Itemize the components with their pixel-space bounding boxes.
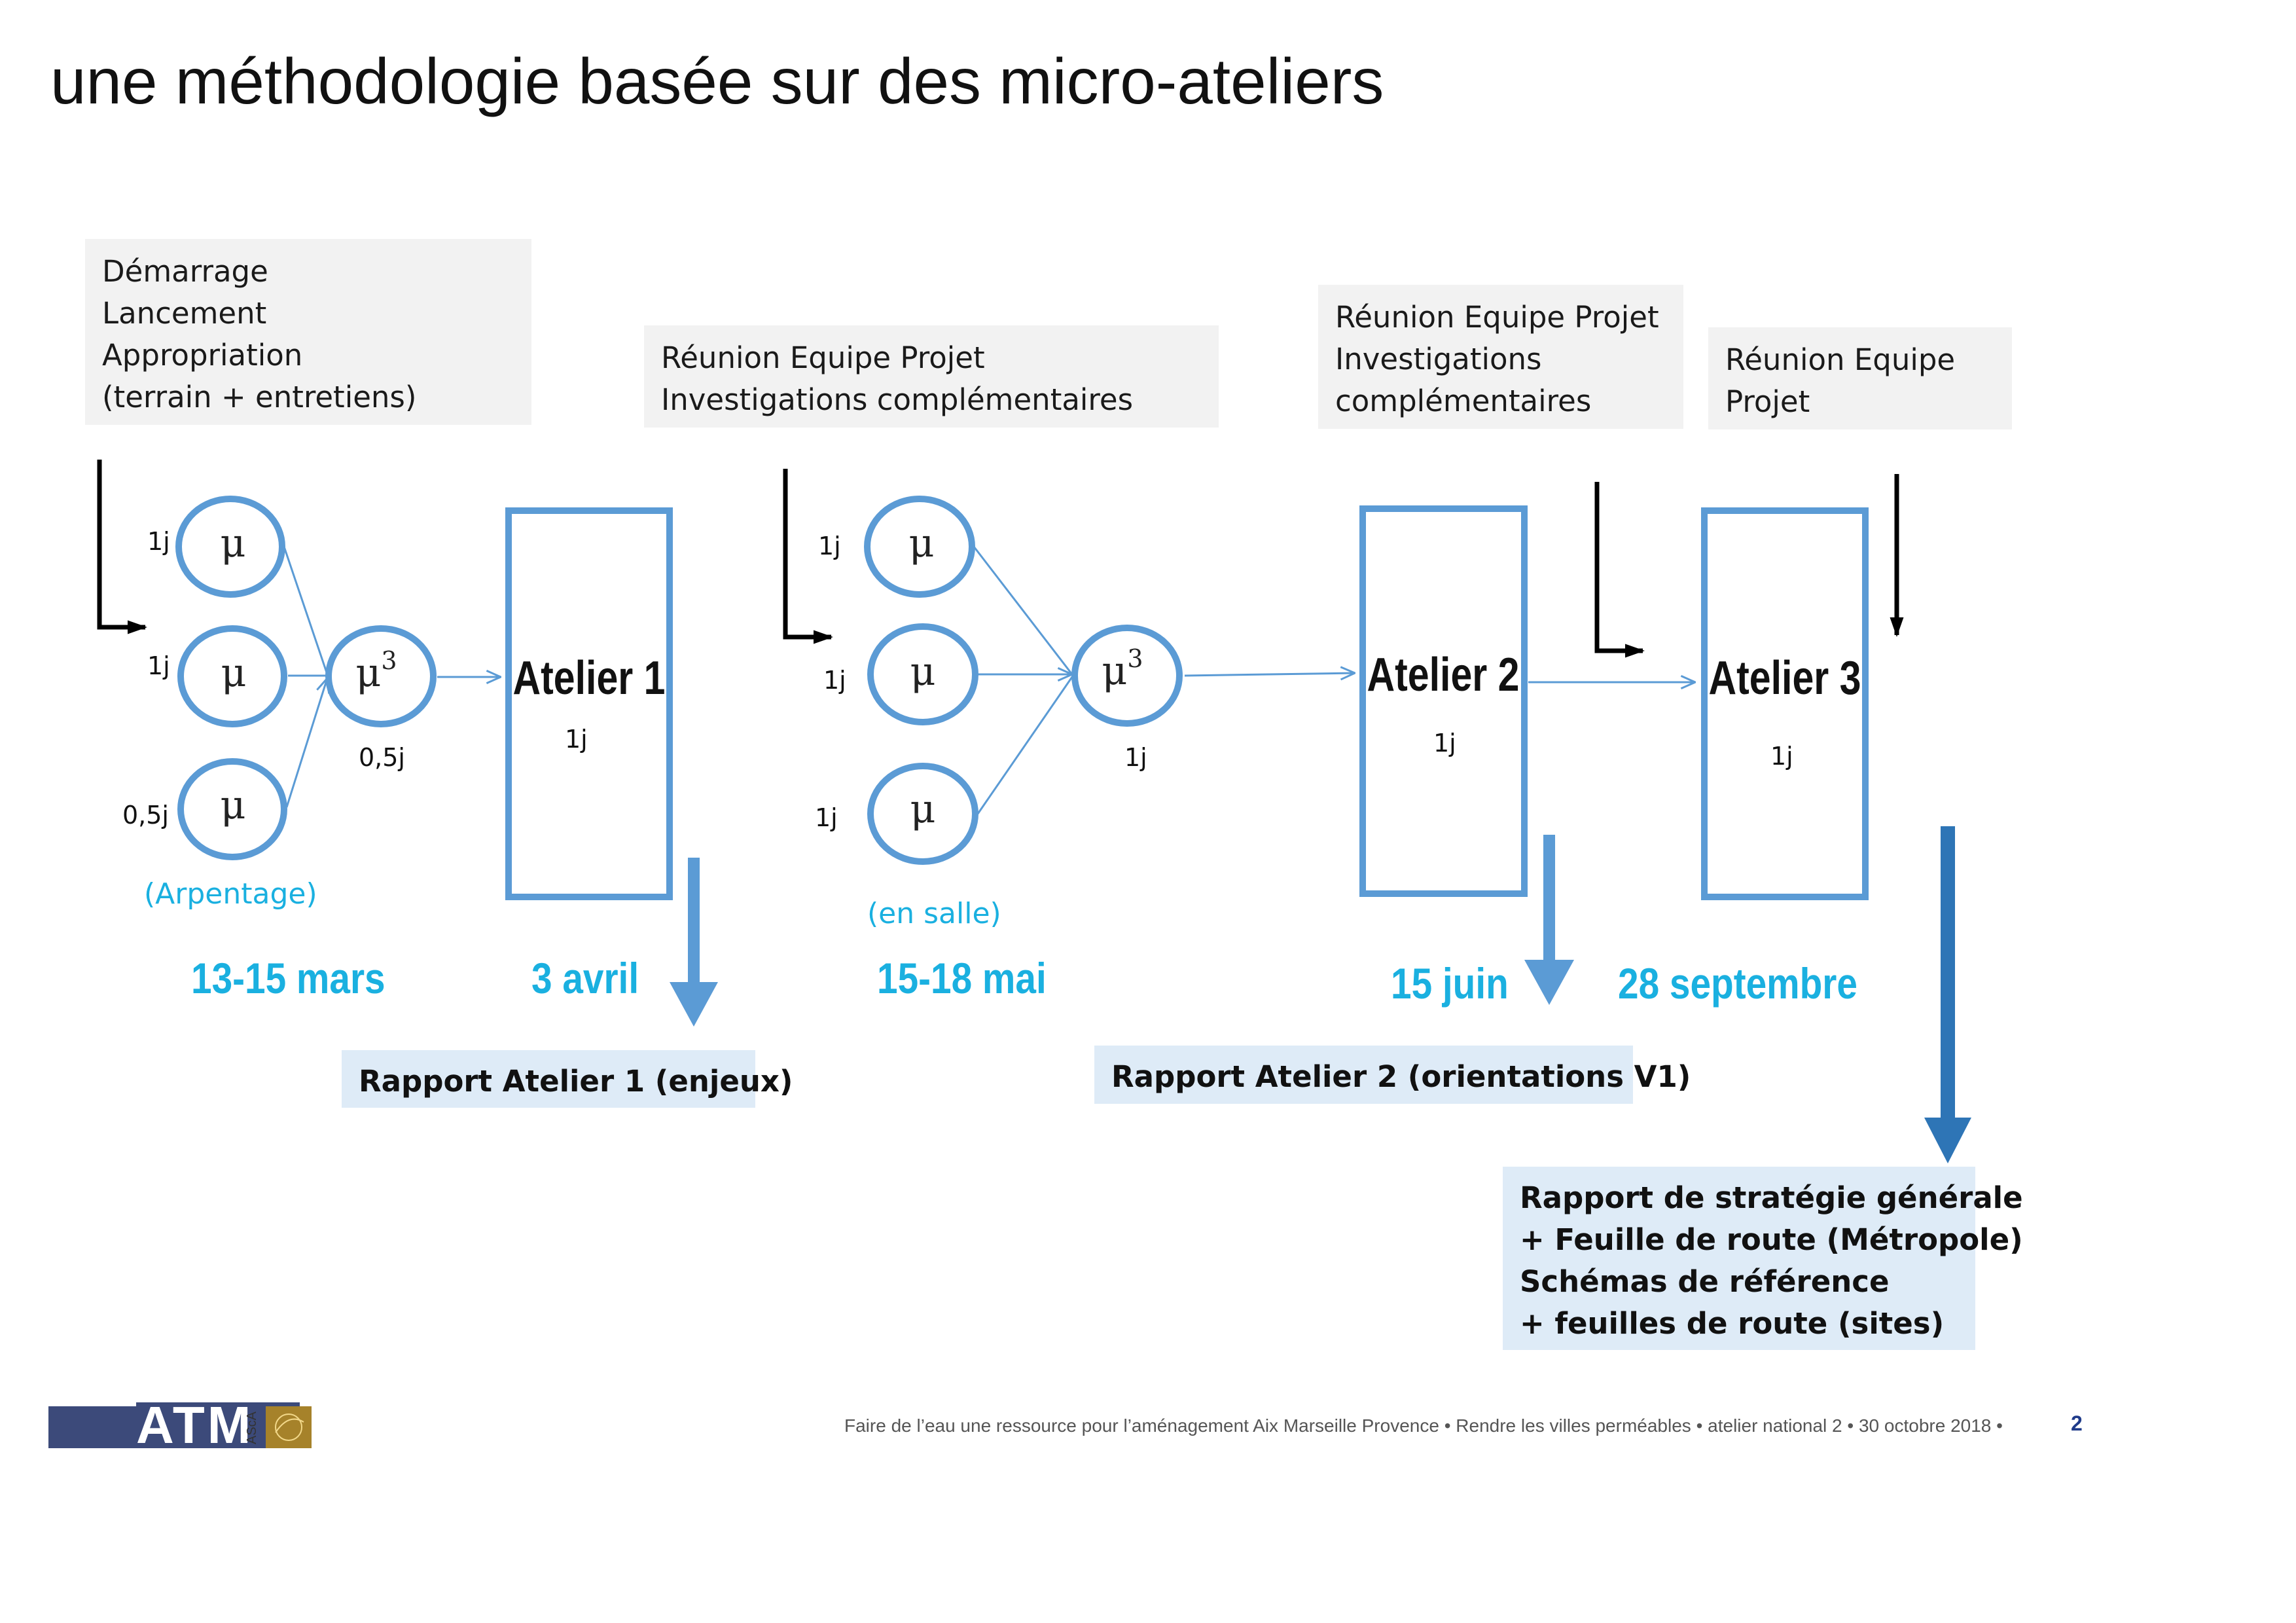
- micro-workshop-node: [177, 625, 287, 727]
- mu-exponent: 3: [381, 646, 397, 675]
- duration-label: 1j: [147, 651, 170, 680]
- mu-label: μ: [221, 650, 247, 696]
- report-line: Rapport de stratégie générale: [1520, 1180, 2023, 1215]
- black-start-arrow: [783, 469, 833, 644]
- page-title: une méthodologie basée sur des micro-ate…: [50, 45, 1384, 117]
- duration-label: 1j: [147, 527, 170, 556]
- black-start-arrow: [1594, 482, 1645, 658]
- note-start-line: Appropriation: [102, 338, 303, 373]
- report-atelier-1: Rapport Atelier 1 (enjeux): [342, 1050, 793, 1108]
- report-atelier-2: Rapport Atelier 2 (orientations V1): [1094, 1046, 1691, 1104]
- logo-side-text: AScA: [245, 1411, 259, 1444]
- report-line: Schémas de référence: [1520, 1264, 1890, 1299]
- report-line: + feuilles de route (sites): [1520, 1306, 1945, 1341]
- connector-line: [285, 678, 327, 808]
- duration-label: 1j: [565, 725, 588, 754]
- footer-text: Faire de l’eau une ressource pour l’amén…: [844, 1415, 2003, 1436]
- connector-line: [973, 546, 1073, 675]
- mu-label: μ: [910, 786, 936, 832]
- date-group: 15 juin: [1391, 960, 1509, 1008]
- note-meeting-3: Réunion Equipe Projet: [1708, 327, 2012, 429]
- mu-cubed-label: μ3: [355, 646, 397, 696]
- atelier-2-label-group: Atelier 2: [1367, 647, 1520, 701]
- connector-line: [1184, 673, 1355, 676]
- mu-symbol: μ: [1102, 648, 1127, 694]
- atelier-2-label: Atelier 2: [1367, 647, 1520, 701]
- report-arrow: [670, 858, 718, 1027]
- duration-label: 1j: [1433, 729, 1456, 757]
- mu-label: μ: [909, 520, 935, 566]
- mu-symbol: μ: [355, 650, 381, 696]
- note-start-line: Lancement: [102, 296, 267, 331]
- page-number: 2: [2071, 1412, 2083, 1435]
- duration-label: 0,5j: [122, 801, 169, 830]
- note-start-line: (terrain + entretiens): [102, 380, 417, 414]
- synthesis-node: [1071, 625, 1183, 727]
- note-meeting-1: Réunion Equipe Projet Investigations com…: [644, 325, 1219, 428]
- duration-label: 1j: [1770, 742, 1793, 771]
- black-start-arrow: [97, 460, 147, 634]
- atelier-2-box: [1359, 505, 1528, 897]
- date-group: 28 septembre: [1618, 960, 1857, 1008]
- date-group: 13-15 mars: [191, 955, 386, 1003]
- report-line: + Feuille de route (Métropole): [1520, 1222, 2023, 1257]
- date-label: 3 avril: [531, 955, 639, 1003]
- logo-emblem-icon: [275, 1413, 304, 1441]
- duration-label: 1j: [818, 532, 841, 560]
- mu-exponent: 3: [1127, 644, 1143, 673]
- micro-workshop-node: [175, 496, 285, 598]
- logo-emblem: [266, 1406, 312, 1448]
- date-group: 15-18 mai: [877, 955, 1047, 1003]
- duration-label: 1j: [815, 803, 838, 832]
- atelier-3-box: [1701, 507, 1869, 900]
- atm-logo: ATM AScA: [48, 1399, 312, 1451]
- mu-label: μ: [221, 520, 246, 566]
- note-meeting-3-line: Réunion Equipe: [1725, 342, 1956, 377]
- logo-bar: [48, 1406, 140, 1448]
- report-line: Rapport Atelier 2 (orientations V1): [1111, 1059, 1691, 1094]
- atelier-1-box: [505, 507, 673, 900]
- micro-workshop-node: [867, 763, 978, 865]
- micro-workshop-node: [867, 623, 978, 725]
- synthesis-node: [325, 625, 437, 727]
- mode-label-en-salle: (en salle): [867, 897, 1001, 930]
- report-strategy: Rapport de stratégie générale + Feuille …: [1503, 1167, 2023, 1350]
- micro-workshop-node: [177, 758, 287, 860]
- note-meeting-3-line: Projet: [1725, 384, 1810, 419]
- date-label: 15-18 mai: [877, 955, 1047, 1003]
- duration-label: 1j: [1124, 743, 1147, 772]
- date-group: 3 avril: [531, 955, 639, 1003]
- connector-line: [977, 676, 1073, 814]
- connector-line: [283, 546, 329, 675]
- atelier-3-label-group: Atelier 3: [1709, 651, 1861, 704]
- duration-label: 1j: [823, 666, 846, 695]
- mode-label-arpentage: (Arpentage): [144, 877, 317, 911]
- atelier-1-label-group: Atelier 1: [513, 651, 666, 704]
- note-meeting-2-line: complémentaires: [1335, 384, 1592, 418]
- micro-workshop-node: [864, 496, 975, 598]
- note-meeting-2-line: Investigations: [1335, 342, 1542, 376]
- report-line: Rapport Atelier 1 (enjeux): [359, 1064, 793, 1099]
- note-meeting-1-line: Réunion Equipe Projet: [661, 340, 985, 375]
- mu-cubed-label: μ3: [1102, 644, 1143, 694]
- note-start-line: Démarrage: [102, 254, 268, 289]
- note-meeting-2-line: Réunion Equipe Projet: [1335, 300, 1659, 335]
- date-label: 28 septembre: [1618, 960, 1857, 1008]
- note-start: Démarrage Lancement Appropriation (terra…: [85, 239, 531, 425]
- duration-label: 0,5j: [359, 743, 405, 772]
- date-label: 15 juin: [1391, 960, 1509, 1008]
- mu-label: μ: [910, 649, 936, 695]
- atelier-3-label: Atelier 3: [1709, 651, 1861, 704]
- report-arrow: [1524, 835, 1574, 1005]
- note-meeting-1-line: Investigations complémentaires: [661, 382, 1134, 417]
- atelier-1-label: Atelier 1: [513, 651, 666, 704]
- report-arrow: [1924, 826, 1971, 1163]
- note-meeting-2: Réunion Equipe Projet Investigations com…: [1318, 285, 1683, 429]
- mu-label: μ: [221, 782, 246, 828]
- date-label: 13-15 mars: [191, 955, 386, 1003]
